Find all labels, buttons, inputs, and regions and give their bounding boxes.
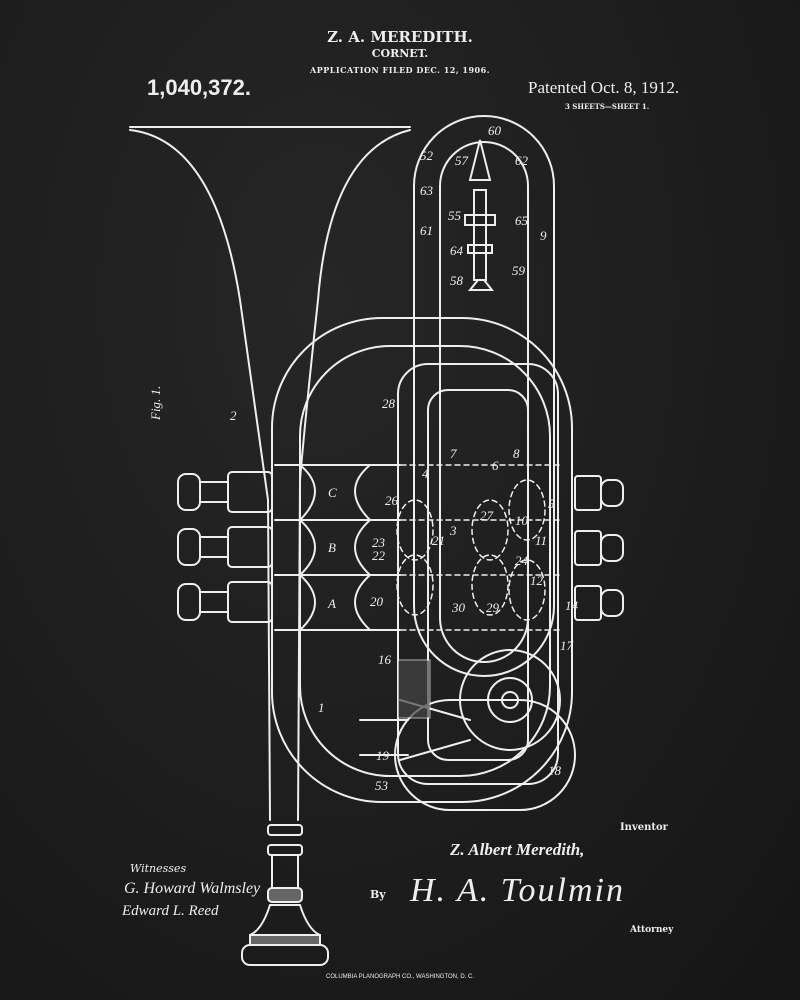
attorney-label: Attorney xyxy=(630,925,674,935)
valve-casings xyxy=(319,464,561,631)
attorney-signature: H. A. Toulmin xyxy=(410,872,625,909)
numeral: 53 xyxy=(375,778,389,793)
numeral: 6 xyxy=(492,458,499,473)
application-filed: APPLICATION FILED DEC. 12, 1906. xyxy=(310,65,490,75)
numeral: 62 xyxy=(515,153,529,168)
numeral: 10 xyxy=(515,513,529,528)
mouthpiece xyxy=(241,824,329,966)
witness-signature-2: Edward L. Reed xyxy=(122,903,219,919)
inventor-label: Inventor xyxy=(620,822,668,833)
patent-number: 1,040,372. xyxy=(147,75,251,100)
numeral: 59 xyxy=(512,263,526,278)
witnesses-label: Witnesses xyxy=(130,862,187,875)
numeral: 17 xyxy=(560,638,574,653)
left-piston-buttons xyxy=(177,471,273,623)
numeral: 19 xyxy=(376,748,390,763)
numeral: 55 xyxy=(448,208,462,223)
numeral: 20 xyxy=(370,594,384,609)
numeral: 28 xyxy=(382,396,396,411)
numeral: 18 xyxy=(548,763,562,778)
valve-label: C xyxy=(328,485,337,500)
numeral: 7 xyxy=(450,446,457,461)
numeral: 26 xyxy=(385,493,399,508)
numeral: 64 xyxy=(450,243,464,258)
numeral: 2 xyxy=(230,408,237,423)
valve-label: A xyxy=(327,596,336,611)
witness-signature-1: G. Howard Walmsley xyxy=(124,880,261,897)
numeral: 5 xyxy=(548,496,555,511)
numeral: 11 xyxy=(535,533,547,548)
by-label: By xyxy=(370,888,386,901)
numeral: 30 xyxy=(451,600,466,615)
numeral: 8 xyxy=(513,446,520,461)
figure-label: Fig. 1. xyxy=(148,386,163,421)
numeral: 57 xyxy=(455,153,469,168)
numeral: 52 xyxy=(420,148,434,163)
numeral: 9 xyxy=(540,228,547,243)
numeral: 14 xyxy=(565,598,579,613)
numeral: 27 xyxy=(480,508,494,523)
bell xyxy=(129,126,411,821)
inventor-signature: Z. Albert Meredith, xyxy=(450,840,585,859)
numeral: 65 xyxy=(515,213,529,228)
reference-numerals: Fig. 1. 2 28 1 16 18 19 20 22 23 26 21 3… xyxy=(148,123,579,793)
numeral: 60 xyxy=(488,123,502,138)
numeral: 1 xyxy=(318,700,325,715)
numeral: 21 xyxy=(432,533,445,548)
numeral: 12 xyxy=(530,573,544,588)
valve-bodies xyxy=(274,464,401,631)
valve-label: B xyxy=(328,540,336,555)
numeral: 23 xyxy=(372,535,386,550)
invention-title: CORNET. xyxy=(371,47,429,60)
water-key xyxy=(359,649,576,811)
numeral: 4 xyxy=(422,466,429,481)
numeral: 22 xyxy=(372,548,386,563)
patented-date: Patented Oct. 8, 1912. xyxy=(528,78,680,97)
right-piston-buttons xyxy=(574,475,624,621)
tuning-slide xyxy=(413,115,555,677)
sheet-count: 3 SHEETS—SHEET 1. xyxy=(565,102,650,111)
inventor-header: Z. A. MEREDITH. xyxy=(327,28,473,46)
numeral: 16 xyxy=(378,652,392,667)
numeral: 3 xyxy=(449,523,457,538)
numeral: 58 xyxy=(450,273,464,288)
numeral: 24 xyxy=(515,553,529,568)
printer-credit: COLUMBIA PLANOGRAPH CO., WASHINGTON, D. … xyxy=(325,974,475,980)
numeral: 29 xyxy=(486,600,500,615)
numeral: 61 xyxy=(420,223,433,238)
numeral: 63 xyxy=(420,183,434,198)
